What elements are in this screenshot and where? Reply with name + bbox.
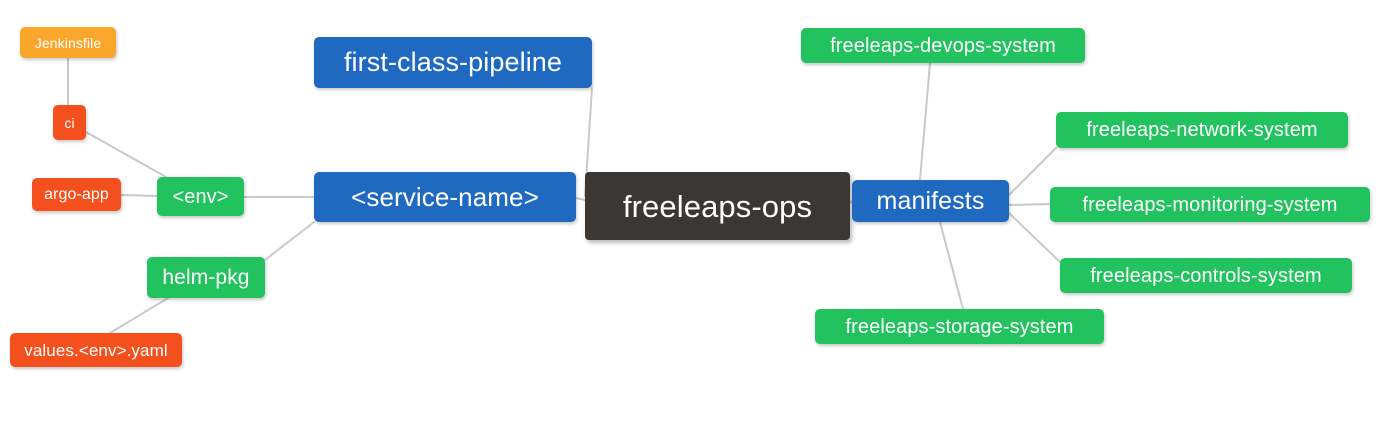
edge-manifests-to-freeleaps-devops-system xyxy=(919,62,931,181)
mindmap-node-argo-app[interactable]: argo-app xyxy=(32,178,121,211)
edge-freeleaps-ops-to-service-name xyxy=(575,197,586,201)
mindmap-node-manifests[interactable]: manifests xyxy=(852,180,1009,222)
edge-manifests-to-freeleaps-monitoring-system xyxy=(1008,203,1051,206)
edge-manifests-to-freeleaps-storage-system xyxy=(939,221,964,310)
mindmap-node-freeleaps-storage-system[interactable]: freeleaps-storage-system xyxy=(815,309,1104,344)
mindmap-node-jenkinsfile[interactable]: Jenkinsfile xyxy=(20,27,116,58)
mindmap-node-values-yaml[interactable]: values.<env>.yaml xyxy=(10,333,182,367)
mindmap-node-first-class-pipeline[interactable]: first-class-pipeline xyxy=(314,37,592,88)
edge-service-name-to-helm-pkg xyxy=(264,221,315,261)
mindmap-node-freeleaps-controls-system[interactable]: freeleaps-controls-system xyxy=(1060,258,1352,293)
mindmap-node-helm-pkg[interactable]: helm-pkg xyxy=(147,257,265,298)
mindmap-node-service-name[interactable]: <service-name> xyxy=(314,172,576,222)
mindmap-node-freeleaps-monitoring-system[interactable]: freeleaps-monitoring-system xyxy=(1050,187,1370,222)
edge-helm-pkg-to-values-yaml xyxy=(109,297,169,334)
edge-env-to-argo-app xyxy=(120,194,158,197)
mindmap-node-ci[interactable]: ci xyxy=(53,105,86,140)
mindmap-node-freeleaps-ops[interactable]: freeleaps-ops xyxy=(585,172,850,240)
mindmap-node-freeleaps-network-system[interactable]: freeleaps-network-system xyxy=(1056,112,1348,148)
mindmap-node-env[interactable]: <env> xyxy=(157,177,244,216)
mindmap-node-freeleaps-devops-system[interactable]: freeleaps-devops-system xyxy=(801,28,1085,63)
edge-env-to-ci xyxy=(85,131,167,178)
edge-manifests-to-freeleaps-network-system xyxy=(1008,147,1057,196)
